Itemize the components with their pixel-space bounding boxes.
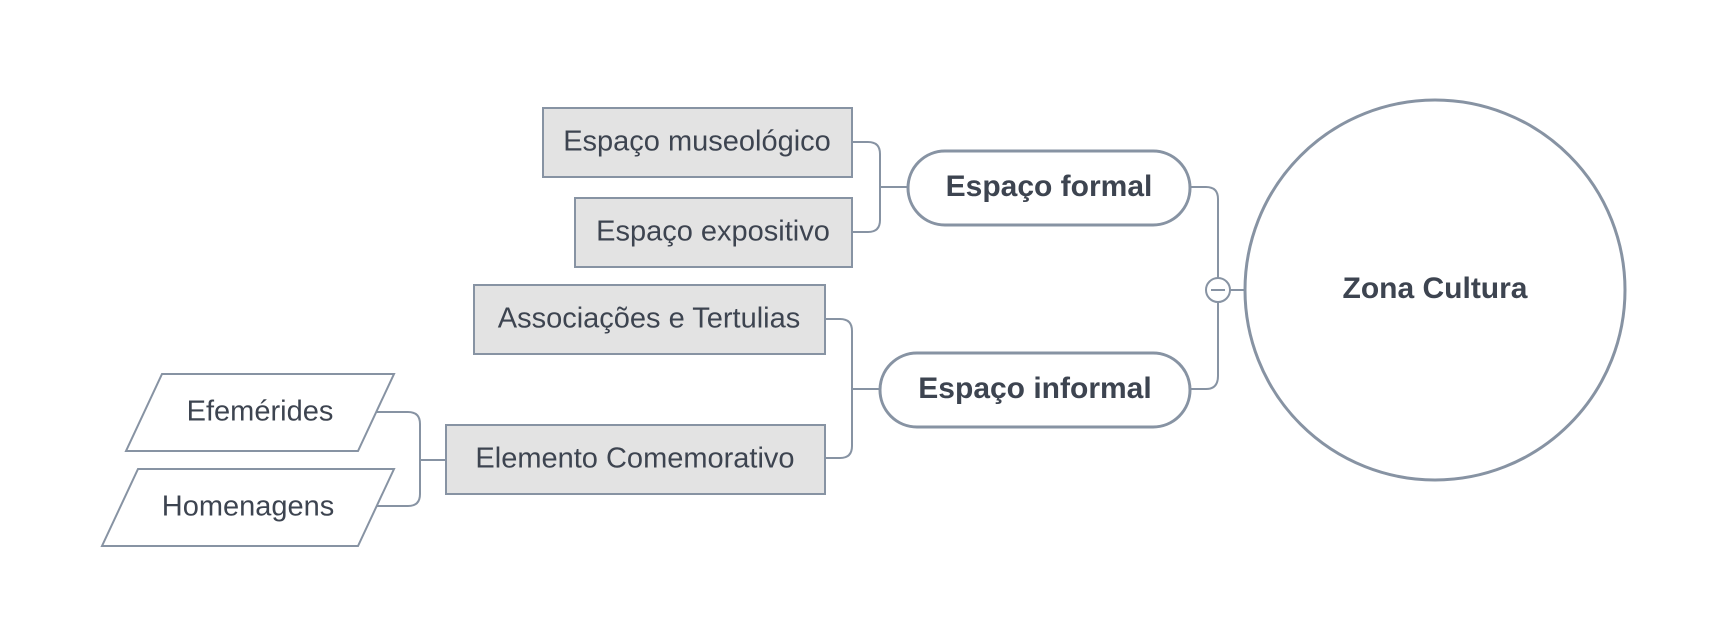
sub-label-comemorativo: Elemento Comemorativo bbox=[475, 443, 794, 475]
branch-node-informal[interactable]: Espaço informal bbox=[878, 351, 1192, 429]
root-node[interactable]: Zona Cultura bbox=[1243, 98, 1627, 482]
collapse-button[interactable] bbox=[1205, 277, 1231, 303]
connector-formal-to-museologico bbox=[852, 141, 881, 233]
sub-node-expositivo[interactable]: Espaço expositivo bbox=[574, 197, 853, 268]
sub-node-associacoes[interactable]: Associações e Tertulias bbox=[473, 284, 826, 355]
sub-label-museologico: Espaço museológico bbox=[563, 126, 831, 158]
connector-root-to-formal bbox=[1190, 186, 1219, 278]
connectors bbox=[372, 141, 1250, 507]
branch-label-formal: Espaço formal bbox=[946, 170, 1153, 203]
branch-node-formal[interactable]: Espaço formal bbox=[906, 149, 1192, 227]
root-label: Zona Cultura bbox=[1343, 272, 1528, 305]
sub-node-museologico[interactable]: Espaço museológico bbox=[542, 107, 853, 178]
sub-label-expositivo: Espaço expositivo bbox=[596, 216, 830, 248]
leaf-label-efemerides: Efemérides bbox=[187, 396, 334, 428]
sub-node-comemorativo[interactable]: Elemento Comemorativo bbox=[445, 424, 826, 495]
leaf-node-efemerides[interactable]: Efemérides bbox=[124, 373, 396, 452]
leaf-label-homenagens: Homenagens bbox=[162, 491, 335, 523]
connector-informal-children bbox=[825, 318, 853, 459]
sub-label-associacoes: Associações e Tertulias bbox=[498, 303, 801, 335]
connector-root-to-informal bbox=[1190, 302, 1219, 390]
branch-label-informal: Espaço informal bbox=[918, 372, 1151, 405]
connector-comemorativo-children bbox=[372, 411, 421, 507]
leaf-node-homenagens[interactable]: Homenagens bbox=[100, 468, 396, 547]
